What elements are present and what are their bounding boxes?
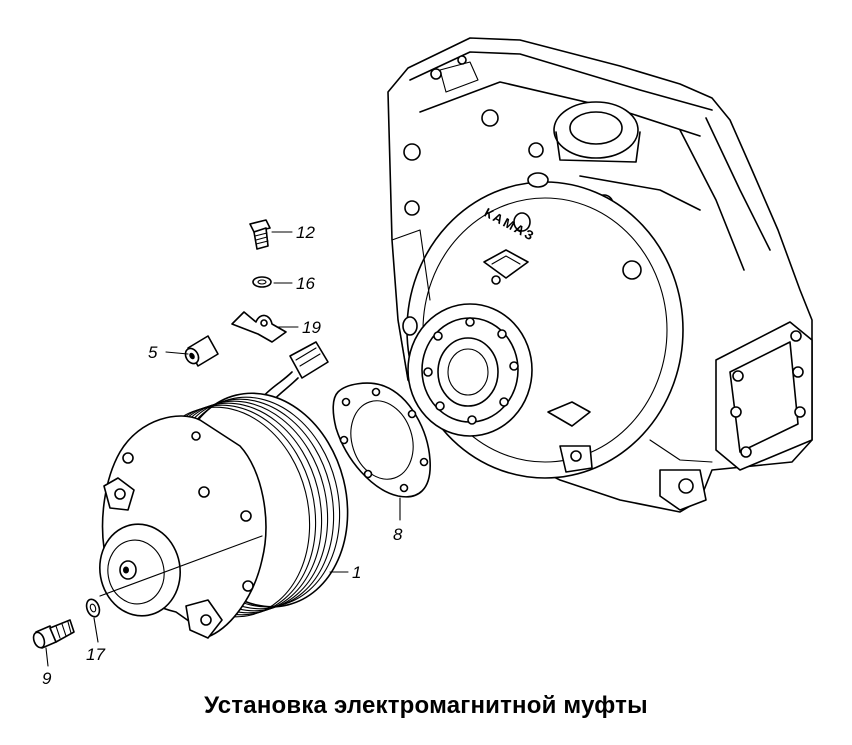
callout-16: 16 bbox=[296, 274, 315, 293]
callout-1: 1 bbox=[352, 563, 361, 582]
washer-16 bbox=[252, 276, 272, 288]
bushing-5 bbox=[184, 335, 219, 367]
screw-9 bbox=[32, 619, 75, 649]
leader-lines bbox=[45, 231, 401, 667]
gearbox-housing: КАМАЗ bbox=[387, 37, 813, 513]
washer-17 bbox=[85, 598, 101, 618]
callout-8: 8 bbox=[393, 525, 403, 544]
callout-19: 19 bbox=[302, 318, 321, 337]
bolt-12 bbox=[249, 219, 271, 250]
callout-12: 12 bbox=[296, 223, 315, 242]
callout-9: 9 bbox=[42, 669, 52, 688]
clamp-19 bbox=[231, 311, 287, 343]
callout-17: 17 bbox=[86, 645, 105, 664]
diagram-caption: Установка электромагнитной муфты bbox=[204, 692, 648, 719]
wire-connector bbox=[261, 341, 329, 405]
gasket bbox=[332, 382, 431, 498]
electromagnetic-clutch bbox=[99, 392, 349, 639]
callout-5: 5 bbox=[148, 343, 158, 362]
